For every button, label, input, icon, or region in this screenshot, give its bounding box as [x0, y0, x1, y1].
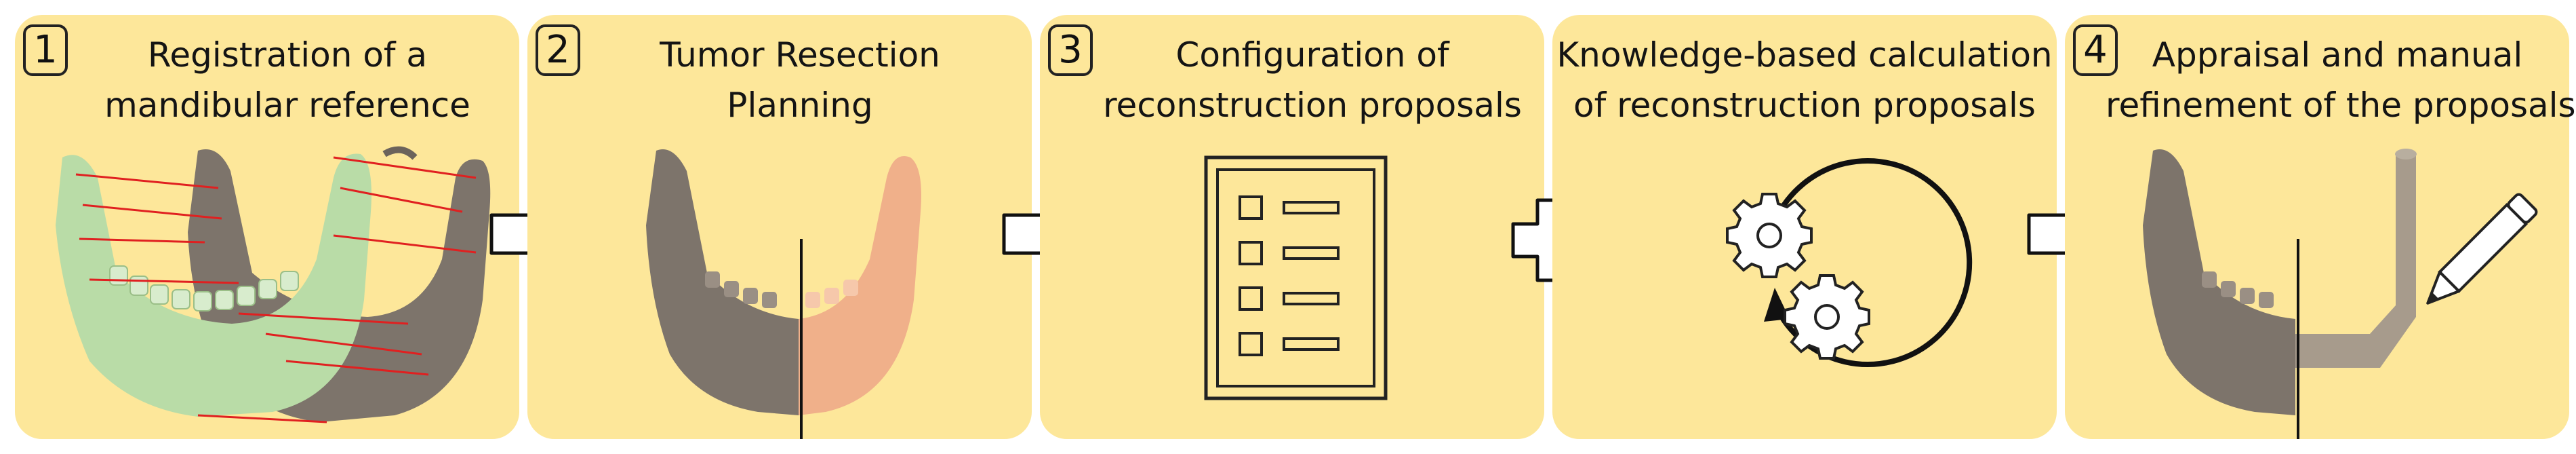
- step-title-line: Registration of a: [147, 35, 428, 75]
- step-title: Appraisal and manual refinement of the p…: [2106, 30, 2576, 130]
- mandible-resected-part: [799, 156, 921, 415]
- mandible-registration-illustration: [56, 146, 491, 423]
- tumor-resection-illustration: [646, 149, 921, 439]
- gear-icon: [1784, 274, 1870, 360]
- step-title-line: mandibular reference: [104, 86, 470, 125]
- step-title-line: Planning: [727, 86, 873, 125]
- registered-mandible-green: [56, 153, 371, 417]
- step-panel-4: 4 Appraisal and manual refinement of the…: [2065, 15, 2576, 439]
- step-title-line: Appraisal and manual: [2152, 35, 2523, 75]
- step-number-badge: 1: [23, 24, 68, 76]
- refinement-illustration: [2143, 149, 2538, 439]
- step-title-line: Configuration of: [1175, 35, 1449, 75]
- step-title: Registration of a mandibular reference: [56, 30, 519, 130]
- step-panel-1: 1 Registration of a mandibular reference: [15, 15, 519, 439]
- gear-icon: [1726, 193, 1813, 278]
- mandible-remaining: [2143, 149, 2295, 415]
- calculation-illustration: [1726, 158, 1973, 367]
- configuration-form-illustration: [1204, 155, 1388, 400]
- mandible-healthy-part: [646, 149, 799, 415]
- step-number-badge: 2: [536, 24, 580, 76]
- step-title-line: of reconstruction proposals: [1573, 86, 2036, 125]
- step-panel-calculation: Knowledge-based calculation of reconstru…: [1552, 15, 2057, 439]
- cycle-arrow-icon: [1773, 158, 1973, 367]
- reconstruction-plate: [2295, 149, 2416, 368]
- step-title: Tumor Resection Planning: [568, 30, 1032, 130]
- step-title-line: Knowledge-based calculation: [1556, 35, 2053, 75]
- step-title-line: Tumor Resection: [660, 35, 940, 75]
- step-title: Configuration of reconstruction proposal…: [1081, 30, 1544, 130]
- step-title-line: reconstruction proposals: [1103, 86, 1522, 125]
- step-panel-2: 2 Tumor Resection Planning: [527, 15, 1032, 439]
- pencil-icon: [2426, 193, 2538, 305]
- step-title-line: refinement of the proposals: [2106, 86, 2576, 125]
- step-title: Knowledge-based calculation of reconstru…: [1552, 30, 2057, 130]
- step-panel-3: 3 Configuration of reconstruction propos…: [1040, 15, 1544, 439]
- correspondence-lines: [75, 156, 477, 423]
- step-number-badge: 4: [2073, 24, 2118, 76]
- step-number-badge: 3: [1048, 24, 1093, 76]
- checkbox-list-icon: [1239, 195, 1340, 356]
